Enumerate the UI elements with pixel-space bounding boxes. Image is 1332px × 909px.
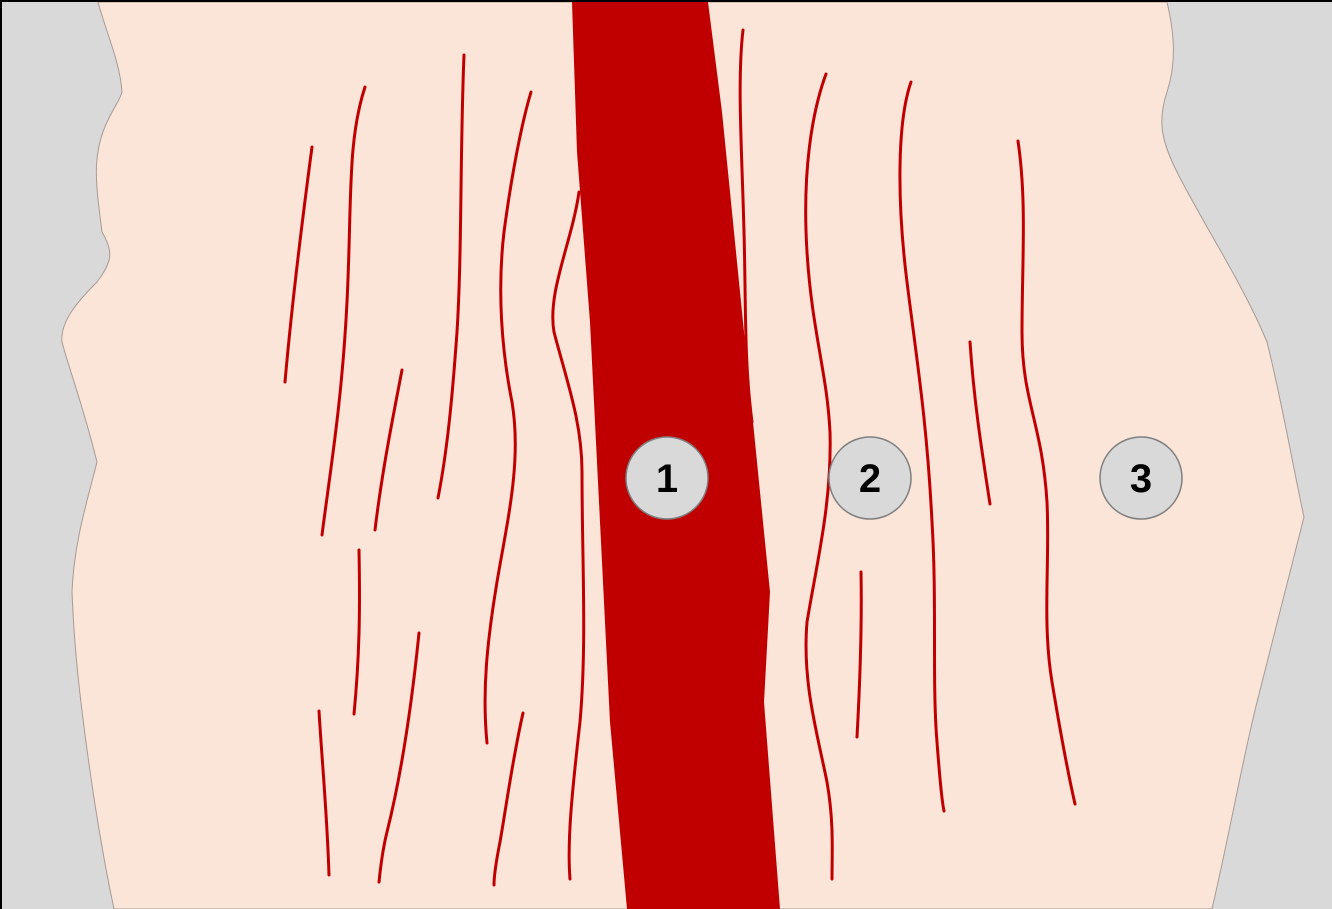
marker-3: 3 <box>1100 437 1182 519</box>
marker-1: 1 <box>626 437 708 519</box>
marker-2: 2 <box>829 437 911 519</box>
marker-label: 2 <box>859 457 881 501</box>
marker-label: 3 <box>1130 457 1152 501</box>
marker-label: 1 <box>656 457 678 501</box>
